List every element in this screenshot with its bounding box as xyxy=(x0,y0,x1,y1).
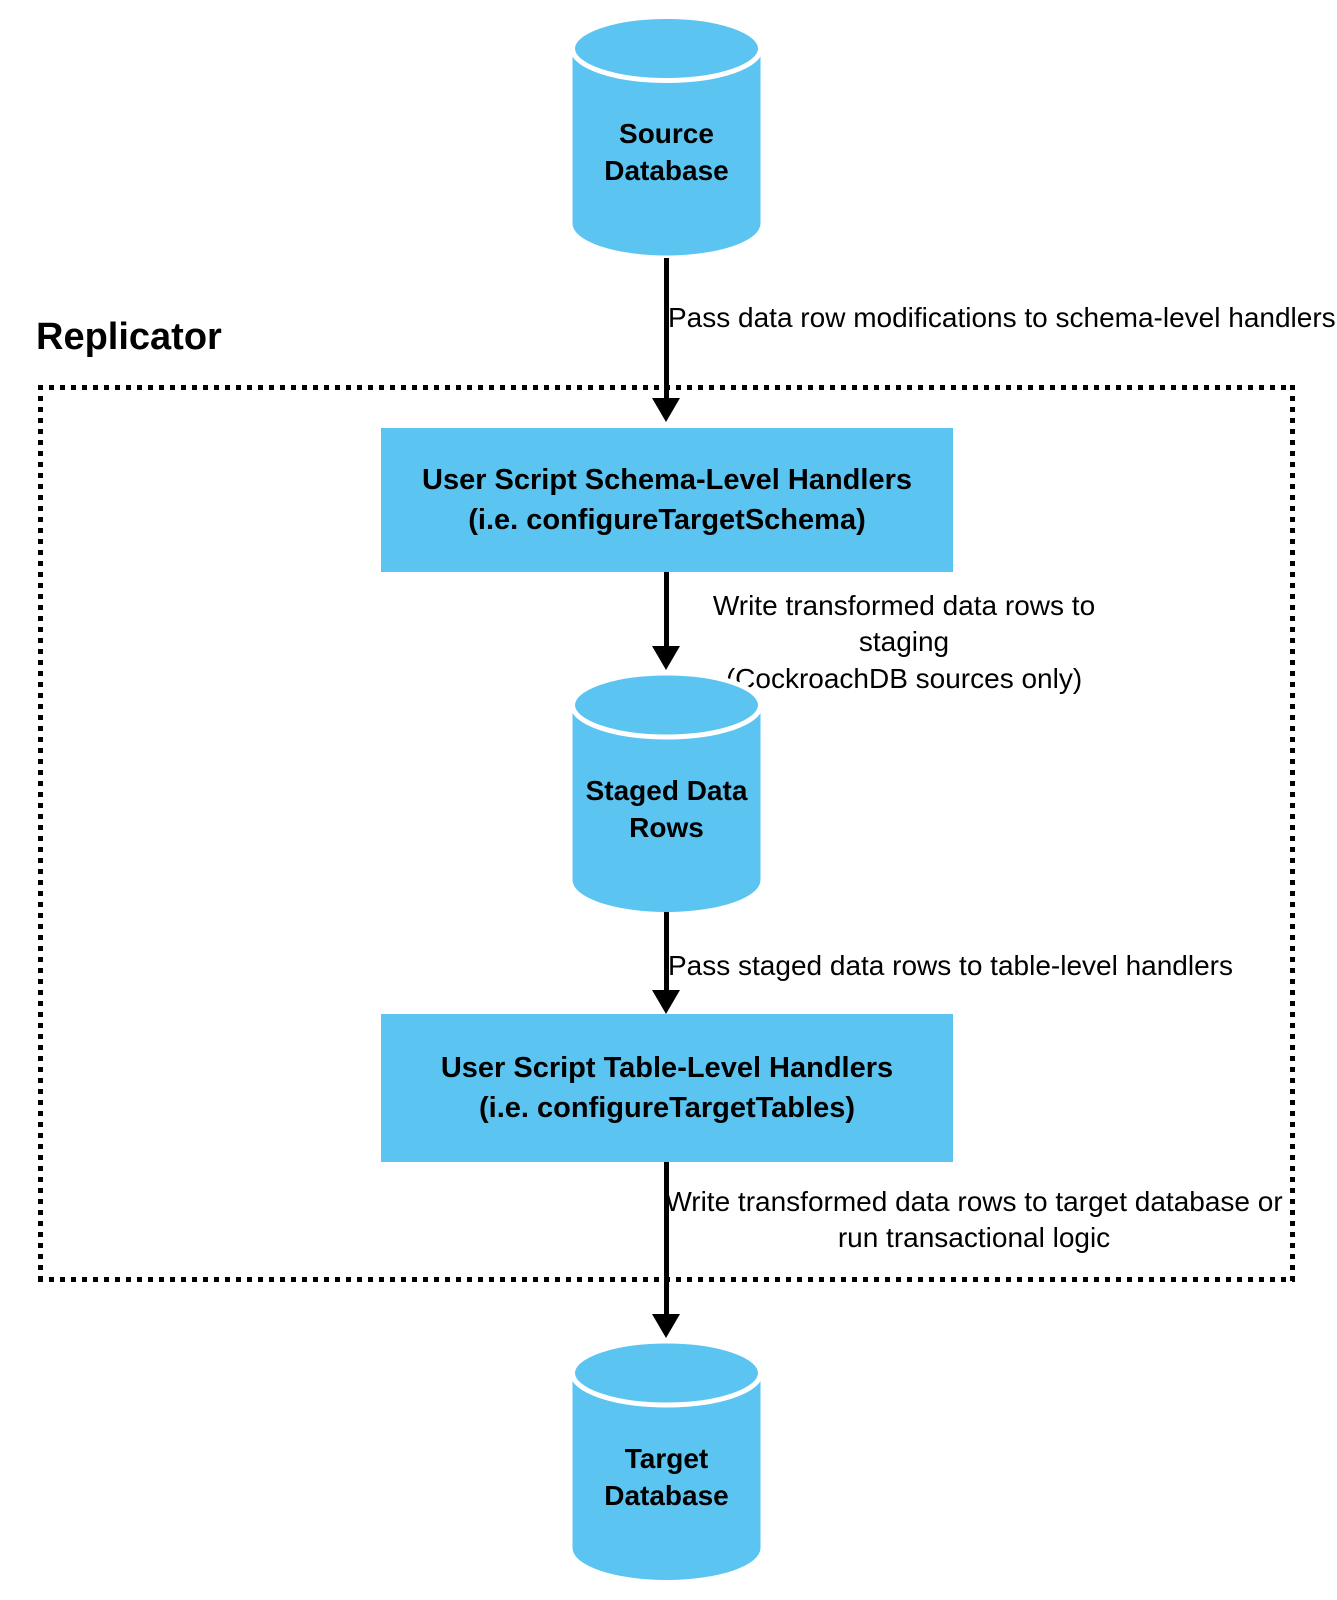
target-database-label: Target Database xyxy=(604,1442,729,1511)
arrow-table-handlers-to-target xyxy=(652,1162,680,1338)
arrow-line xyxy=(663,912,669,990)
staged-data-rows-node: Staged Data Rows xyxy=(570,670,763,915)
edge-label-schema-to-staged: Write transformed data rows to staging (… xyxy=(712,590,1096,694)
target-database-node: Target Database xyxy=(570,1338,763,1583)
source-database-label: Source Database xyxy=(604,118,729,186)
arrow-line xyxy=(663,1162,669,1314)
source-database-node: Source Database xyxy=(570,12,763,260)
table-level-handlers-node: User Script Table-Level Handlers (i.e. c… xyxy=(381,1014,953,1162)
arrow-head-icon xyxy=(652,990,680,1014)
arrow-schema-handlers-to-staged xyxy=(652,572,680,670)
schema-level-handlers-node: User Script Schema-Level Handlers (i.e. … xyxy=(381,428,953,572)
edge-label-source-to-schema: Pass data row modifications to schema-le… xyxy=(668,302,1336,333)
staged-data-rows-label: Staged Data Rows xyxy=(585,774,748,843)
arrow-head-icon xyxy=(652,1314,680,1338)
edge-label-table-to-target: Write transformed data rows to target da… xyxy=(665,1186,1283,1254)
arrow-line xyxy=(663,572,669,646)
arrow-staged-to-table-handlers xyxy=(652,912,680,1014)
arrow-head-icon xyxy=(652,646,680,670)
arrow-line xyxy=(663,258,669,398)
replicator-title: Replicator xyxy=(36,316,222,358)
database-cylinder-icon xyxy=(570,14,763,256)
database-cylinder-icon xyxy=(570,670,763,912)
edge-label-staged-to-table: Pass staged data rows to table-level han… xyxy=(668,950,1233,981)
database-cylinder-icon xyxy=(570,1338,763,1580)
